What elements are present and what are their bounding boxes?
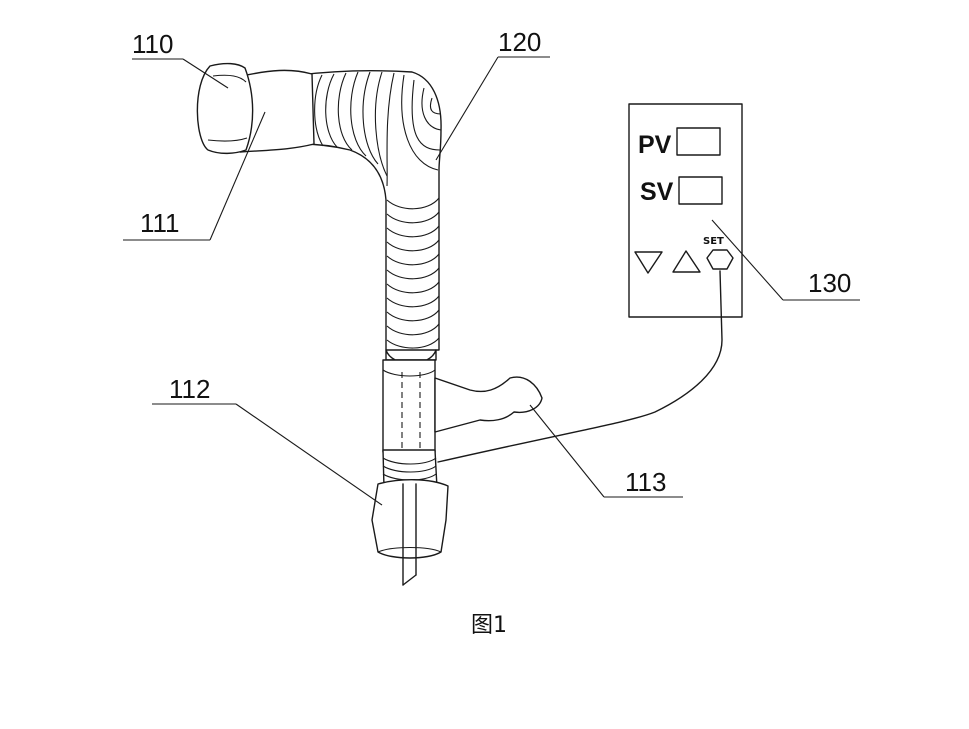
sv-display [678,176,723,205]
corrugated-tube [299,70,442,351]
triangle-up-icon[interactable] [672,250,701,273]
set-label: SET [703,236,724,247]
controller-cable [437,270,723,463]
triangle-down-icon[interactable] [634,251,663,274]
temperature-controller: PV SV SET [628,103,743,318]
connector-111 [239,69,315,153]
label-120: 120 [498,27,541,57]
bottom-cone-112 [371,479,449,586]
straight-tube [382,359,436,453]
label-130: 130 [808,268,851,298]
label-111: 111 [140,208,180,238]
label-113: 113 [625,467,666,497]
mouthpiece-110 [196,62,254,155]
lower-coupling [382,349,438,489]
label-112: 112 [169,374,210,404]
controller-housing [628,103,743,318]
figure-caption: 图1 [471,613,507,638]
leader-lines [123,56,860,506]
mouthpiece-assembly [196,62,315,155]
sv-label: SV [640,178,674,206]
side-port-113 [434,376,543,433]
set-button[interactable] [706,249,734,270]
pv-label: PV [638,131,672,159]
pv-display [676,127,721,156]
label-110: 110 [132,29,173,59]
